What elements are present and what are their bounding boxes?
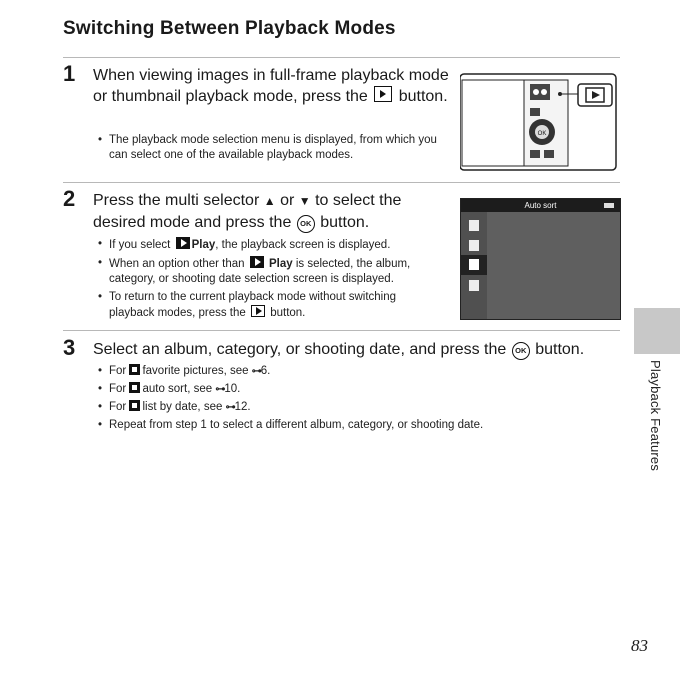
menu-item-play [467,218,481,232]
step-1-text-b: button. [398,88,448,105]
step-3-bullet-list-by-date: For list by date, see ⊶12. [96,400,556,415]
step-2-text-a: Press the multi selector [93,192,260,209]
bullet-text: When an option other than [109,258,245,270]
list-by-date-icon [469,280,479,291]
screen-header: Auto sort [461,199,620,212]
screen-content [487,212,620,319]
mode-menu-screen: Auto sort [460,198,621,320]
step-3-text: Select an album, category, or shooting d… [93,339,623,360]
step-3-bullets: For favorite pictures, see ⊶6. For auto … [96,364,556,436]
step-3-bullet-favorites: For favorite pictures, see ⊶6. [96,364,556,379]
step-1-bullets: The playback mode selection menu is disp… [96,133,441,166]
mode-buttons [530,84,550,100]
page-number: 83 [631,636,648,655]
ok-button-icon: OK [511,342,530,360]
reference-page: 10. [224,383,241,395]
title-rule [63,57,620,58]
bullet-text: is selected, the album, category, or sho… [109,258,411,285]
reference-icon: ⊶ [251,366,262,377]
bullet-text: For [109,383,127,395]
page-title: Switching Between Playback Modes [63,18,396,39]
menu-item-auto-sort [461,255,487,275]
screen-header-label: Auto sort [524,201,557,210]
bullet-text: favorite pictures, see [142,365,249,377]
section-tab [634,308,680,354]
step-1-number: 1 [63,61,76,86]
play-mode-icon [469,220,479,231]
step-1-text: When viewing images in full-frame playba… [93,65,453,107]
step-1-bullet: The playback mode selection menu is disp… [96,133,441,163]
step-2-number: 2 [63,186,76,211]
step-2-rule [63,330,620,331]
battery-icon [604,203,614,208]
play-button-icon [374,86,393,102]
play-icon [249,256,264,268]
menu-item-list-by-date [467,278,481,292]
step-2-or: or [280,192,295,209]
favorites-icon [469,240,479,251]
up-arrow-icon: ▲ [263,194,276,208]
auto-sort-icon [129,382,141,393]
camera-lcd [461,79,525,167]
bullet-text: , the playback screen is displayed. [215,239,391,251]
menu-item-favorites [467,238,481,252]
favorites-icon [129,364,141,375]
auto-sort-icon [469,259,479,270]
step-3-bullet-auto-sort: For auto sort, see ⊶10. [96,382,556,397]
reference-page: 12. [234,401,251,413]
reference-icon: ⊶ [225,402,236,413]
list-by-date-icon [129,400,141,411]
step-2-text-b: to select the desired mode and press the [93,192,402,231]
step-2-text-c: button. [320,214,370,231]
step-2-bullets: If you select Play, the playback screen … [96,237,441,324]
section-label: Playback Features [648,360,663,472]
step-3-text-b: button. [535,341,585,358]
screen-menu-column [461,212,487,319]
reference-page: 6. [260,365,271,377]
bullet-text: For [109,401,127,413]
bullet-text: To return to the current playback mode w… [109,291,397,319]
camera-back-illustration: OK [460,73,617,171]
play-icon [175,237,190,249]
bullet-text: For [109,365,127,377]
down-arrow-icon: ▼ [298,194,311,208]
bullet-text: list by date, see [142,401,223,413]
step-3-bullet-repeat: Repeat from step 1 to select a different… [96,418,556,433]
step-2-bullet-3: To return to the current playback mode w… [96,290,441,321]
step-2-text: Press the multi selector ▲ or ▼ to selec… [93,190,453,233]
bullet-text: button. [270,307,306,319]
step-1-text-a: When viewing images in full-frame playba… [93,67,449,105]
bullet-text: If you select [109,239,171,251]
step-2-bullet-2: When an option other than Play is select… [96,256,441,287]
step-3-number: 3 [63,335,76,360]
reference-icon: ⊶ [215,384,225,395]
play-button-outline-icon [251,305,265,317]
play-label: Play [191,239,216,251]
svg-text:OK: OK [538,131,547,137]
step-3-text-a: Select an album, category, or shooting d… [93,341,507,358]
step-1-rule [63,182,620,183]
bullet-text: auto sort, see [142,383,213,395]
step-2-bullet-1: If you select Play, the playback screen … [96,237,441,253]
play-label: Play [268,258,293,270]
ok-button-icon: OK [296,215,315,233]
